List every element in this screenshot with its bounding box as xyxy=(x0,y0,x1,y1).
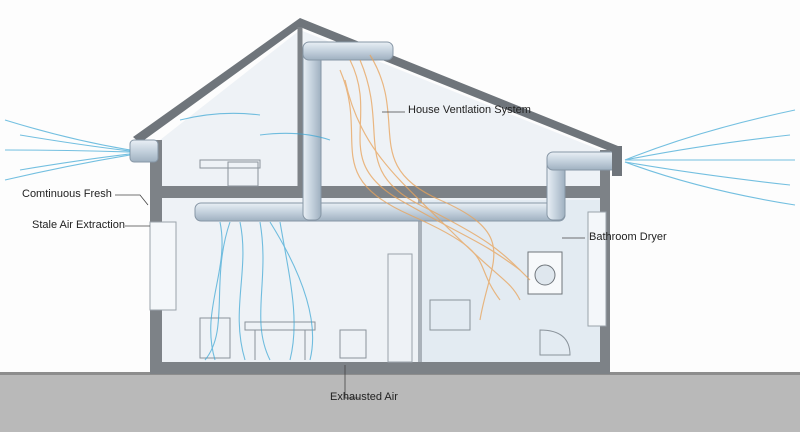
door xyxy=(387,253,413,363)
label-exhausted-air: Exhausted Air xyxy=(330,391,398,403)
upper-floor xyxy=(150,186,610,198)
exhaust-duct xyxy=(546,151,618,171)
furniture xyxy=(199,159,571,360)
roof xyxy=(133,18,618,152)
main-duct xyxy=(194,202,566,222)
label-continuous-fresh: Comtinuous Fresh xyxy=(22,188,112,200)
leader-lines xyxy=(115,111,585,399)
attic-duct xyxy=(302,41,394,61)
label-bathroom-dryer: Bathroom Dryer xyxy=(589,231,667,243)
label-house-ventilation: House Ventlation System xyxy=(408,104,531,116)
left-window xyxy=(149,221,177,311)
label-stale-air-extraction: Stale Air Extraction xyxy=(32,219,125,231)
bathroom-dryer xyxy=(527,251,563,295)
ground xyxy=(0,374,800,432)
ground-floor xyxy=(150,362,610,374)
exhaust-vent xyxy=(612,146,622,176)
right-window xyxy=(587,211,607,327)
fresh-air-flow xyxy=(4,109,796,361)
stale-air-flow xyxy=(339,54,531,321)
intake-vent xyxy=(129,139,159,163)
